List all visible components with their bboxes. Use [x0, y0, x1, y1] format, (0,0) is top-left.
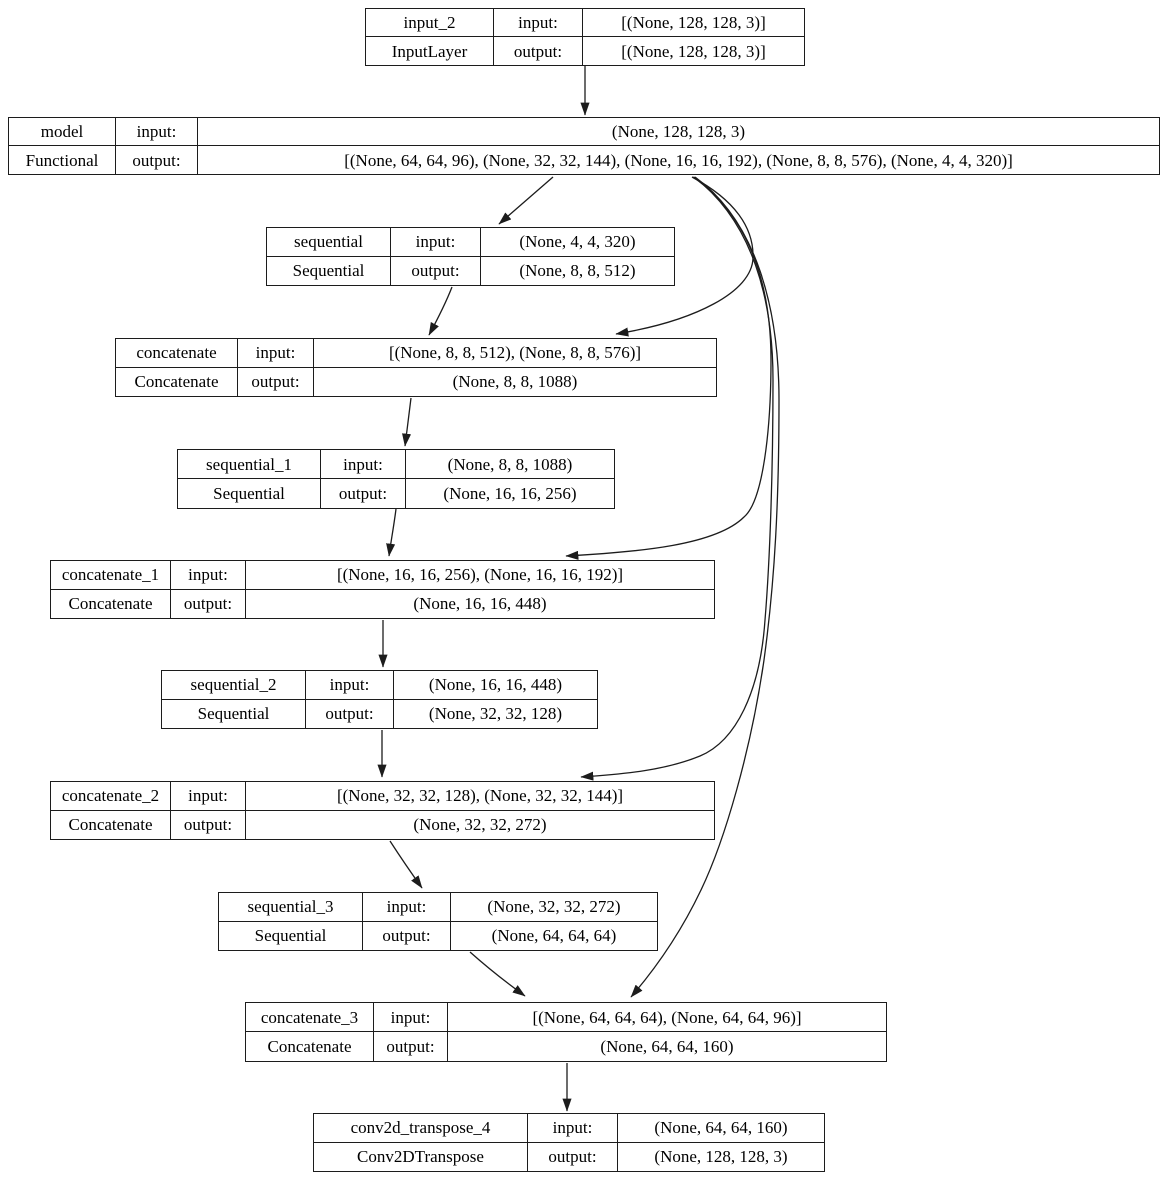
node-input_2: input_2 input: [(None, 128, 128, 3)] Inp…	[365, 8, 805, 66]
output-label: output:	[306, 699, 394, 728]
input-shape: (None, 8, 8, 1088)	[406, 450, 614, 479]
edge-concatenate-to-sequential_1	[402, 397, 412, 447]
input-label: input:	[171, 782, 246, 811]
layer-name: sequential_1	[178, 450, 321, 479]
output-shape: (None, 16, 16, 448)	[413, 594, 547, 614]
edge-model-to-concatenate_3	[630, 176, 780, 998]
input-label: input:	[321, 450, 406, 479]
node-concatenate: concatenate input: [(None, 8, 8, 512), (…	[115, 338, 717, 397]
layer-name: sequential	[267, 228, 391, 257]
input-shape: (None, 64, 64, 160)	[618, 1114, 824, 1143]
output-label: output:	[171, 810, 246, 839]
node-model: model input: (None, 128, 128, 3) Functio…	[8, 117, 1160, 175]
output-shape: (None, 16, 16, 256)	[443, 484, 577, 503]
edge-sequential-to-concatenate	[428, 286, 453, 336]
layer-name: concatenate_2	[51, 782, 171, 811]
layer-class: Concatenate	[51, 589, 171, 618]
output-shape: (None, 128, 128, 3)	[654, 1147, 788, 1167]
output-label: output:	[374, 1032, 448, 1061]
node-conv2d_transpose_4: conv2d_transpose_4 input: (None, 64, 64,…	[313, 1113, 825, 1172]
layer-name: input_2	[366, 9, 494, 37]
layer-name: sequential_3	[219, 893, 363, 922]
layer-class: Concatenate	[246, 1032, 374, 1061]
layer-name: model	[9, 118, 116, 146]
edge-model-to-concatenate	[615, 176, 754, 337]
layer-name: sequential_2	[162, 671, 306, 700]
layer-class: Functional	[9, 146, 116, 174]
output-label: output:	[528, 1142, 618, 1171]
layer-name: conv2d_transpose_4	[314, 1114, 528, 1143]
output-shape: (None, 32, 32, 128)	[428, 704, 563, 724]
output-label: output:	[321, 479, 406, 508]
output-shape: [(None, 128, 128, 3)]	[621, 41, 766, 61]
input-shape: [(None, 16, 16, 256), (None, 16, 16, 192…	[246, 561, 714, 590]
input-label: input:	[391, 228, 481, 257]
layer-name: concatenate_1	[51, 561, 171, 590]
node-sequential_2: sequential_2 input: (None, 16, 16, 448) …	[161, 670, 598, 729]
node-sequential: sequential input: (None, 4, 4, 320) Sequ…	[266, 227, 675, 286]
edge-concatenate_2-to-sequential_3	[389, 840, 423, 889]
edge-sequential_3-to-concatenate_3	[469, 951, 526, 997]
output-shape: (None, 32, 32, 272)	[413, 815, 547, 835]
input-shape: [(None, 32, 32, 128), (None, 32, 32, 144…	[246, 782, 714, 811]
layer-class: Sequential	[219, 921, 363, 950]
layer-class: Sequential	[267, 256, 391, 285]
node-concatenate_1: concatenate_1 input: [(None, 16, 16, 256…	[50, 560, 715, 619]
edge-model-to-sequential	[498, 176, 554, 225]
layer-class: InputLayer	[366, 37, 494, 65]
input-shape: (None, 128, 128, 3)	[198, 118, 1159, 146]
input-shape: (None, 32, 32, 272)	[451, 893, 657, 922]
input-label: input:	[363, 893, 451, 922]
input-label: input:	[374, 1003, 448, 1032]
node-sequential_1: sequential_1 input: (None, 8, 8, 1088) S…	[177, 449, 615, 509]
edge-sequential_1-to-concatenate_1	[386, 508, 397, 557]
output-shape: (None, 8, 8, 1088)	[452, 372, 578, 392]
layer-class: Conv2DTranspose	[314, 1142, 528, 1171]
input-label: input:	[494, 9, 583, 37]
layer-class: Sequential	[178, 479, 321, 508]
layer-name: concatenate	[116, 339, 238, 368]
input-shape: [(None, 64, 64, 64), (None, 64, 64, 96)]	[448, 1003, 886, 1032]
layer-class: Concatenate	[51, 810, 171, 839]
output-label: output:	[391, 256, 481, 285]
output-label: output:	[363, 921, 451, 950]
edge-model-to-concatenate_2	[580, 176, 774, 781]
input-label: input:	[528, 1114, 618, 1143]
input-shape: [(None, 8, 8, 512), (None, 8, 8, 576)]	[314, 339, 716, 368]
input-shape: [(None, 128, 128, 3)]	[583, 9, 804, 37]
input-label: input:	[306, 671, 394, 700]
output-label: output:	[171, 589, 246, 618]
output-label: output:	[116, 146, 198, 174]
input-label: input:	[116, 118, 198, 146]
output-shape: (None, 64, 64, 160)	[600, 1037, 734, 1056]
layer-class: Concatenate	[116, 367, 238, 396]
output-label: output:	[238, 367, 314, 396]
edge-model-to-concatenate_1	[565, 176, 772, 560]
output-label: output:	[494, 37, 583, 65]
layer-name: concatenate_3	[246, 1003, 374, 1032]
node-concatenate_2: concatenate_2 input: [(None, 32, 32, 128…	[50, 781, 715, 840]
input-label: input:	[238, 339, 314, 368]
input-shape: (None, 4, 4, 320)	[481, 228, 674, 257]
output-shape: (None, 8, 8, 512)	[519, 261, 636, 281]
output-shape: [(None, 64, 64, 96), (None, 32, 32, 144)…	[344, 150, 1013, 170]
node-concatenate_3: concatenate_3 input: [(None, 64, 64, 64)…	[245, 1002, 887, 1062]
layer-class: Sequential	[162, 699, 306, 728]
input-label: input:	[171, 561, 246, 590]
node-sequential_3: sequential_3 input: (None, 32, 32, 272) …	[218, 892, 658, 951]
output-shape: (None, 64, 64, 64)	[491, 926, 617, 946]
input-shape: (None, 16, 16, 448)	[394, 671, 597, 700]
